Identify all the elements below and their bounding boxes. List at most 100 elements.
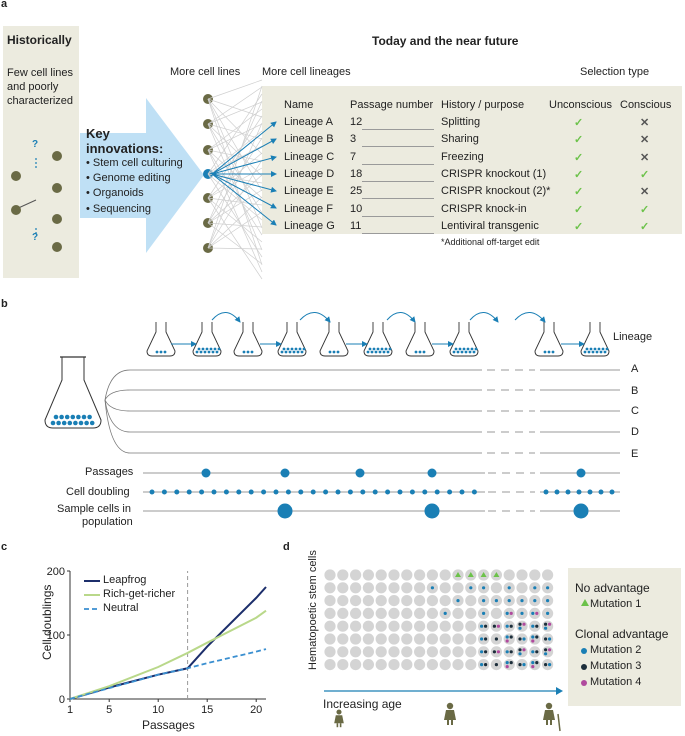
person-leg	[447, 720, 449, 725]
more-cell-lines-label: More cell lines	[170, 66, 241, 78]
mutation3-marker	[509, 661, 513, 665]
doubling-dot	[459, 489, 465, 495]
selection-type-label: Selection type	[580, 66, 650, 78]
small-flask	[319, 322, 349, 357]
hsc-cell	[490, 620, 502, 632]
doubling-dot	[223, 489, 229, 495]
hsc-cell	[503, 620, 515, 632]
gray-fan-line	[207, 98, 263, 192]
hsc-cell	[542, 620, 554, 632]
mutation2-marker	[546, 586, 550, 590]
flask-cell	[197, 347, 201, 351]
big-flask-cell	[53, 414, 59, 420]
mutation1-marker	[480, 572, 487, 577]
passage-underline	[362, 129, 434, 130]
flask-cell	[372, 347, 376, 351]
hsc-cell	[401, 659, 413, 671]
row-unconscious-check-icon: ✓	[574, 168, 584, 181]
lineage-a: A	[631, 363, 639, 375]
passage-underline	[362, 180, 434, 182]
hsc-cell	[490, 582, 502, 594]
gray-fan-line	[207, 167, 263, 199]
sample-dot	[573, 503, 589, 519]
mutation3-marker	[484, 650, 488, 654]
hsc-cell	[452, 620, 464, 632]
doubling-dot	[598, 489, 604, 495]
lineage-d: D	[631, 426, 639, 438]
doubling-dot	[285, 489, 291, 495]
small-flask	[449, 322, 479, 357]
hsc-cell	[388, 595, 400, 607]
person-head	[446, 702, 454, 710]
hsc-cell	[375, 607, 387, 620]
mutation3-marker	[509, 635, 513, 639]
no-advantage-label: No advantage	[575, 581, 650, 595]
doubling-dot	[385, 489, 391, 495]
hsc-cell	[362, 646, 374, 658]
hsc-cell	[375, 633, 387, 645]
doubling-dot	[149, 489, 155, 495]
lineage-table-box	[262, 86, 682, 234]
flask-cell	[201, 347, 205, 351]
doubling-dot	[298, 489, 304, 495]
hsc-cell	[414, 633, 426, 645]
hsc-cell	[375, 620, 387, 632]
hsc-cell	[350, 582, 362, 594]
mutation1-marker	[493, 572, 500, 577]
gray-fan-line	[207, 173, 263, 221]
flask-cell	[597, 347, 601, 351]
hsc-cell	[529, 569, 541, 581]
mutation2-marker	[544, 652, 548, 656]
flask-cell	[288, 350, 292, 354]
mutation2-marker	[548, 637, 552, 641]
row-name: Lineage F	[284, 202, 333, 215]
mutation4-marker	[505, 665, 509, 669]
mutation2-marker	[533, 599, 537, 603]
gray-fan-line	[207, 197, 263, 206]
big-flask-cell	[67, 420, 73, 426]
doubling-dot	[323, 489, 329, 495]
passage-dot	[201, 468, 211, 478]
sample-track-label-1: Sample cells in	[57, 503, 131, 515]
doubling-dot	[261, 489, 267, 495]
row-history: Splitting	[441, 116, 481, 128]
mutation3-marker	[518, 663, 522, 667]
hsc-cell	[337, 582, 349, 594]
gray-fan-line	[207, 101, 263, 125]
flask-cell	[422, 350, 426, 354]
row-conscious-mark-icon: ✓	[640, 168, 650, 181]
flask-cell	[380, 347, 384, 351]
small-flask	[233, 322, 263, 357]
mutation3-marker	[544, 648, 548, 652]
mutation3-marker	[544, 622, 548, 626]
lineage-line	[104, 369, 482, 401]
person-leg	[550, 720, 552, 725]
hsc-cell	[337, 607, 349, 620]
lineage-line	[104, 399, 482, 433]
legend-neutral: Neutral	[103, 602, 139, 614]
hsc-cell	[439, 646, 451, 658]
hsc-cell	[388, 633, 400, 645]
innovation-3: • Organoids	[86, 187, 144, 199]
panel-a-letter: a	[1, 0, 8, 10]
flask-row	[146, 312, 610, 357]
mutation3-label: Mutation 3	[590, 660, 642, 672]
mutation2-marker	[522, 637, 526, 641]
passage-underline	[362, 163, 434, 165]
qmark-bottom: ?	[32, 232, 39, 243]
col-unconscious: Unconscious	[549, 99, 612, 111]
tracks	[143, 468, 620, 519]
small-flask	[277, 322, 307, 357]
flask-cell	[292, 350, 296, 354]
hsc-cell	[362, 620, 374, 632]
mutation3-marker	[535, 661, 539, 665]
gray-fan-line	[207, 152, 263, 199]
doubling-dot	[211, 489, 217, 495]
hsc-cell	[478, 659, 490, 671]
legend-leapfrog: Leapfrog	[103, 574, 147, 586]
gray-fan-line	[207, 108, 263, 151]
blue-fan-arrow	[211, 121, 277, 175]
doubling-dot	[565, 489, 571, 495]
big-flask-cell	[64, 414, 70, 420]
